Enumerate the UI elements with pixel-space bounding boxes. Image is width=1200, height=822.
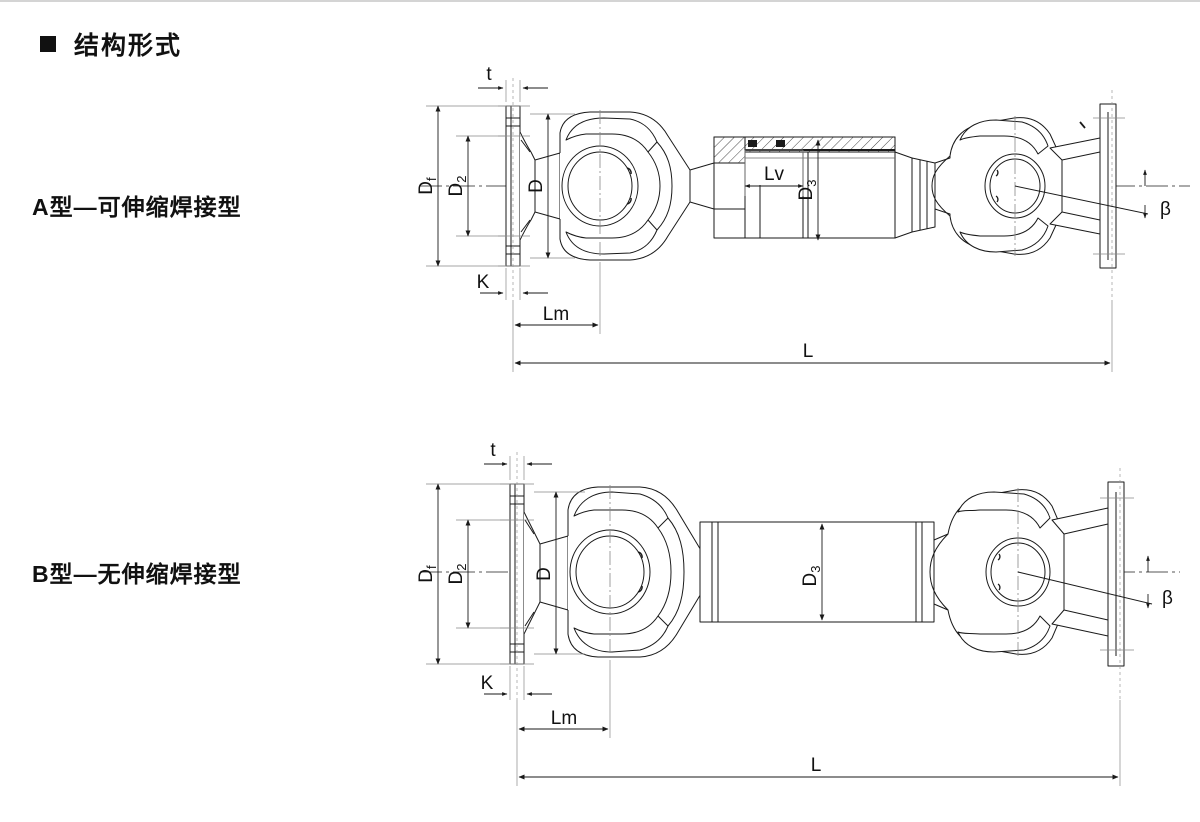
- dimension-t-a: t: [478, 64, 548, 102]
- dimension-l-a: L: [512, 300, 1113, 372]
- dim-label-l-a: L: [803, 341, 814, 362]
- dimension-d2-b: D2: [446, 519, 510, 629]
- dim-label-beta-a: β: [1160, 199, 1171, 220]
- dimension-d-b: D: [534, 491, 585, 655]
- dimension-lv-a: Lv: [744, 149, 804, 196]
- dimension-t-b: t: [484, 440, 552, 480]
- dim-label-d-a: D: [526, 179, 547, 193]
- top-divider: [0, 0, 1200, 2]
- main-tube-b: [699, 521, 935, 623]
- dimension-k-b: K: [481, 666, 552, 700]
- drawing-type-a: t Df D2: [416, 64, 1190, 372]
- dimension-df-a: Df: [416, 105, 506, 267]
- dimension-d3-b: D3: [800, 523, 825, 621]
- dimension-beta-b: β: [1017, 555, 1173, 609]
- dimension-d3-a: D3: [796, 139, 821, 241]
- type-a-label: A型—可伸缩焊接型: [32, 194, 242, 220]
- dim-label-lm-b: Lm: [551, 708, 577, 729]
- dim-label-d-b: D: [534, 567, 555, 581]
- dim-label-df-a: Df: [416, 177, 439, 195]
- dim-label-d2-b: D2: [446, 564, 469, 585]
- dim-label-d2-a: D2: [446, 176, 469, 197]
- dimension-lm-b: Lm: [516, 660, 611, 738]
- left-yoke-a: [559, 110, 715, 262]
- right-yoke-b: [929, 468, 1134, 700]
- drawing-type-b: t Df D2: [416, 440, 1180, 786]
- page-title: 结构形式: [40, 26, 182, 62]
- dim-label-d3-b: D3: [800, 566, 823, 587]
- left-yoke-b: [567, 485, 703, 660]
- dimension-lm-a: Lm: [512, 262, 601, 334]
- dim-label-t-b: t: [490, 440, 496, 461]
- dimension-beta-a: β: [1014, 169, 1171, 220]
- dimension-d-a: D: [526, 113, 575, 259]
- square-bullet-icon: [40, 36, 56, 52]
- dim-label-df-b: Df: [416, 565, 439, 583]
- dim-label-lv-a: Lv: [764, 164, 785, 185]
- dim-label-t-a: t: [486, 64, 492, 85]
- dimension-df-b: Df: [416, 483, 510, 665]
- dimension-d2-a: D2: [446, 135, 506, 237]
- dimension-l-b: L: [516, 700, 1121, 786]
- dim-label-d3-a: D3: [796, 180, 819, 201]
- dimension-k-a: K: [477, 268, 548, 300]
- left-flange-b: [500, 452, 569, 700]
- dim-label-k-a: K: [477, 272, 490, 293]
- type-b-label: B型—无伸缩焊接型: [32, 561, 242, 587]
- dim-label-k-b: K: [481, 673, 494, 694]
- dim-label-beta-b: β: [1162, 588, 1173, 609]
- right-yoke-a: [931, 90, 1125, 300]
- page-title-text: 结构形式: [74, 32, 183, 60]
- dim-label-lm-a: Lm: [543, 304, 569, 325]
- dim-label-l-b: L: [811, 755, 822, 776]
